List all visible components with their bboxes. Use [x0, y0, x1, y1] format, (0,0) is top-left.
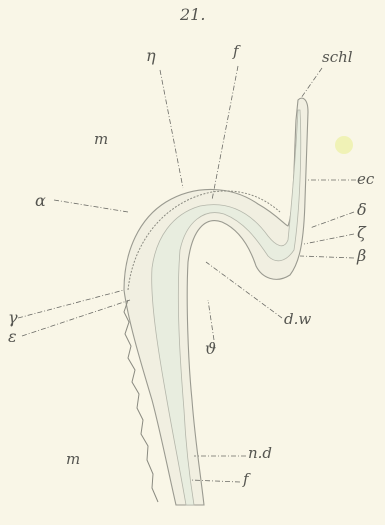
- yellow-spot: [335, 136, 353, 154]
- label-delta: δ: [357, 202, 367, 218]
- label-f-bottom: f: [243, 472, 249, 487]
- label-eta: η: [146, 48, 156, 64]
- label-ec: ec: [357, 172, 374, 187]
- label-epsilon: ε: [8, 329, 17, 345]
- leader-theta: [208, 300, 214, 340]
- leader-epsilon: [22, 300, 130, 336]
- label-alpha: α: [35, 193, 46, 209]
- leader-eta: [160, 70, 183, 188]
- leader-schl: [301, 68, 322, 98]
- label-theta: ϑ: [205, 341, 216, 357]
- leader-beta: [300, 256, 354, 258]
- leader-delta: [310, 212, 354, 228]
- label-m-upper: m: [94, 132, 108, 147]
- leader-f-top: [212, 66, 238, 200]
- label-schl: schl: [322, 50, 353, 65]
- tube-outer-wall: [124, 98, 308, 505]
- label-gamma: γ: [8, 310, 18, 326]
- label-beta: β: [357, 248, 366, 264]
- label-dw: d.w: [284, 312, 311, 327]
- label-f-top: f: [233, 44, 239, 59]
- leader-gamma: [18, 290, 124, 318]
- leader-zeta: [304, 234, 354, 244]
- leader-alpha: [54, 200, 128, 212]
- figure-number: 21.: [180, 7, 205, 23]
- label-nd: n.d: [248, 446, 272, 461]
- label-m-lower: m: [66, 452, 80, 467]
- label-zeta: ζ: [357, 225, 366, 241]
